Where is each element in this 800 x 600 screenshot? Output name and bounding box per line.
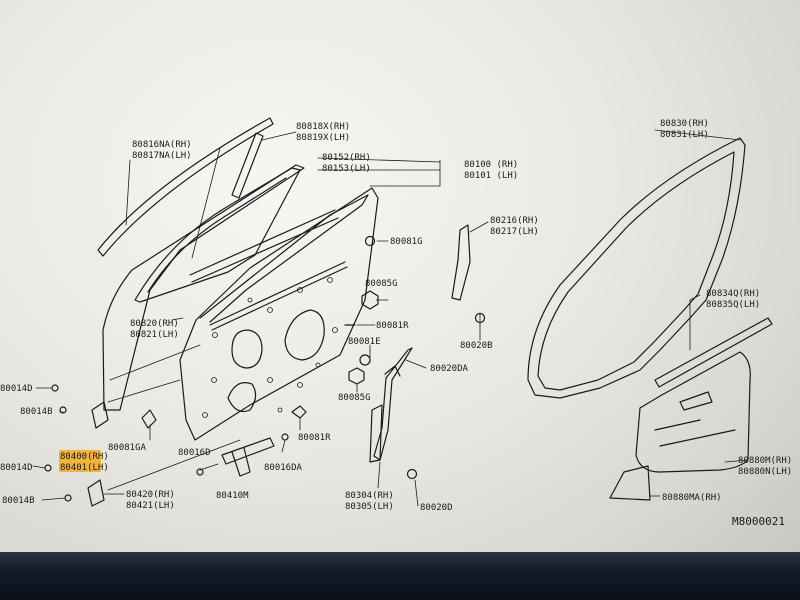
label-80400[interactable]: 80400(RH) [60,452,109,462]
front-door-frame [102,164,305,411]
label-80153[interactable]: 80153(LH) [322,164,371,174]
panel-cutout-3 [227,382,257,413]
label-80081g[interactable]: 80081G [390,237,423,247]
label-80085g-bot[interactable]: 80085G [338,393,371,403]
label-80152[interactable]: 80152(RH) [322,153,371,163]
label-80880ma[interactable]: 80880MA(RH) [662,493,722,503]
label-80821[interactable]: 80821(LH) [130,330,179,340]
label-80016d[interactable]: 80016D [178,448,211,458]
label-80421[interactable]: 80421(LH) [126,501,175,511]
panel-cutout-2 [284,309,325,361]
sash-80216 [451,224,471,301]
sash-80304 [373,347,413,461]
bolt-80020d [406,468,418,480]
label-80818[interactable]: 80818X(RH) [296,122,350,132]
front-door-inner-panel [179,187,379,441]
label-80831[interactable]: 80831(LH) [660,130,709,140]
label-80100[interactable]: 80100 (RH) [464,160,518,170]
label-80420[interactable]: 80420(RH) [126,490,175,500]
label-80085g-top[interactable]: 80085G [365,279,398,289]
label-80081ga[interactable]: 80081GA [108,443,147,453]
front-door-glass [134,167,301,303]
label-80401[interactable]: 80401(LH) [60,463,109,473]
label-80081r-bot[interactable]: 80081R [298,433,331,443]
door-weatherstrip [209,261,348,331]
label-80014b-bot[interactable]: 80014B [2,496,35,506]
rear-door-weatherstrip-inner [537,151,735,391]
label-80305[interactable]: 80305(LH) [345,502,394,512]
rear-belt-moulding [654,317,773,388]
rear-door-weatherstrip [527,137,746,399]
label-80101[interactable]: 80101 (LH) [464,171,518,181]
label-80081e[interactable]: 80081E [348,337,381,347]
monitor-bezel [0,552,800,600]
diagram-id: M8000021 [732,515,785,528]
label-80834[interactable]: 80834Q(RH) [706,289,760,299]
label-80880n[interactable]: 80880N(LH) [738,467,792,477]
clip-80085g-top [361,290,379,310]
clip-80081e [359,354,371,366]
label-80820[interactable]: 80820(RH) [130,319,179,329]
front-door-inner-sash [199,194,369,323]
rear-trim-pad [609,465,651,501]
label-80835[interactable]: 80835Q(LH) [706,300,760,310]
label-80217[interactable]: 80217(LH) [490,227,539,237]
clip-80085g-bot [348,367,365,385]
clip-80081r-bot [291,405,307,419]
label-80830[interactable]: 80830(RH) [660,119,709,129]
lower-hinge [87,479,105,507]
label-80304[interactable]: 80304(RH) [345,491,394,501]
label-80020b[interactable]: 80020B [460,341,493,351]
label-80819[interactable]: 80819X(LH) [296,133,350,143]
label-80020da[interactable]: 80020DA [430,364,469,374]
label-80014d-top[interactable]: 80014D [0,384,33,394]
outer-moulding-strip [97,117,274,257]
upper-hinge [91,401,109,429]
sash-moulding [231,132,264,199]
label-80020d[interactable]: 80020D [420,503,453,513]
rear-door-trim [635,351,751,473]
label-80081r-top[interactable]: 80081R [376,321,409,331]
glass-run-channel [189,209,339,283]
label-80014b-top[interactable]: 80014B [20,407,53,417]
label-80016da[interactable]: 80016DA [264,463,303,473]
label-80880m[interactable]: 80880M(RH) [738,456,792,466]
door-check-link [221,437,275,465]
selected-part-highlight [59,450,101,472]
panel-cutout-1 [231,329,263,369]
clip-80081g [364,235,376,247]
label-80817[interactable]: 80817NA(LH) [132,151,192,161]
part-labels: 80816NA(RH) 80817NA(LH) 80818X(RH) 80819… [0,119,792,528]
label-80216[interactable]: 80216(RH) [490,216,539,226]
parts-diagram: 80816NA(RH) 80817NA(LH) 80818X(RH) 80819… [0,117,792,528]
label-80410m[interactable]: 80410M [216,491,249,501]
label-80816[interactable]: 80816NA(RH) [132,140,192,150]
label-80014d-bot[interactable]: 80014D [0,463,33,473]
